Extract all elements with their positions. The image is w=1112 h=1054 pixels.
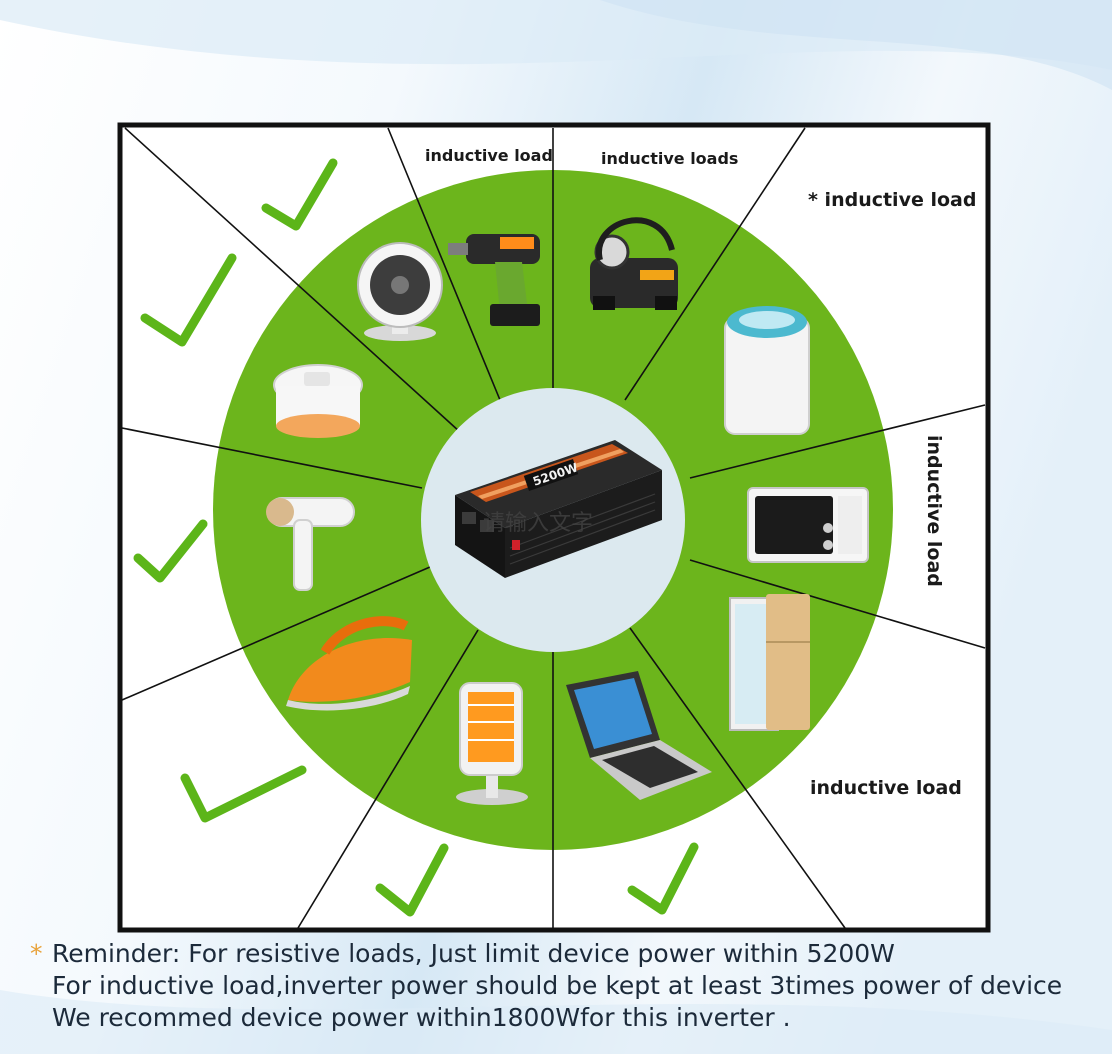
iron-icon	[286, 616, 412, 711]
heater-icon	[456, 682, 528, 805]
label-drill: inductive load	[425, 146, 553, 165]
washer-icon	[724, 306, 810, 435]
label-washer: * inductive load	[808, 189, 976, 211]
reminder-line-1-text: Reminder: For resistive loads, Just limi…	[52, 939, 807, 968]
reminder-line-3-text-a: We recommed device power within	[52, 1003, 492, 1032]
check-marks	[133, 158, 699, 917]
reminder-line-2-text: For inductive load,inverter power should…	[52, 971, 1063, 1000]
reminder-line-1: * Reminder: For resistive loads, Just lim…	[30, 938, 1112, 970]
fridge-icon	[729, 594, 810, 731]
reminder-line-2: For inductive load,inverter power should…	[30, 970, 1112, 1002]
recommended-power-value: 1800W	[491, 1003, 581, 1032]
inverter-image: 5200W 请输入文字	[455, 440, 662, 578]
spoke-lines	[121, 127, 986, 929]
laptop-icon	[566, 671, 712, 800]
reminder-line-3-text-b: for this inverter .	[580, 1003, 791, 1032]
label-pump: inductive loads	[601, 149, 738, 168]
reminder-line-3: We recommed device power within1800Wfor …	[30, 1002, 1112, 1034]
check-icon	[140, 253, 237, 347]
reminder-note: * Reminder: For resistive loads, Just lim…	[30, 938, 1112, 1034]
label-fridge: inductive load	[810, 777, 962, 799]
microwave-icon	[747, 487, 869, 563]
label-microwave: inductive load	[923, 435, 945, 587]
overlay-placeholder-text: 请输入文字	[483, 511, 593, 536]
resistive-limit-value: 5200W	[806, 939, 895, 968]
drill-icon	[448, 234, 540, 326]
check-icon	[627, 842, 699, 915]
fan-icon	[357, 242, 443, 341]
compressor-icon	[590, 217, 678, 310]
ricecooker-icon	[273, 364, 363, 438]
check-icon	[133, 519, 208, 583]
check-icon	[261, 158, 338, 231]
star-marker: *	[30, 939, 43, 968]
check-icon	[180, 765, 307, 823]
check-icon	[375, 843, 449, 917]
hairdryer-icon	[266, 497, 355, 591]
